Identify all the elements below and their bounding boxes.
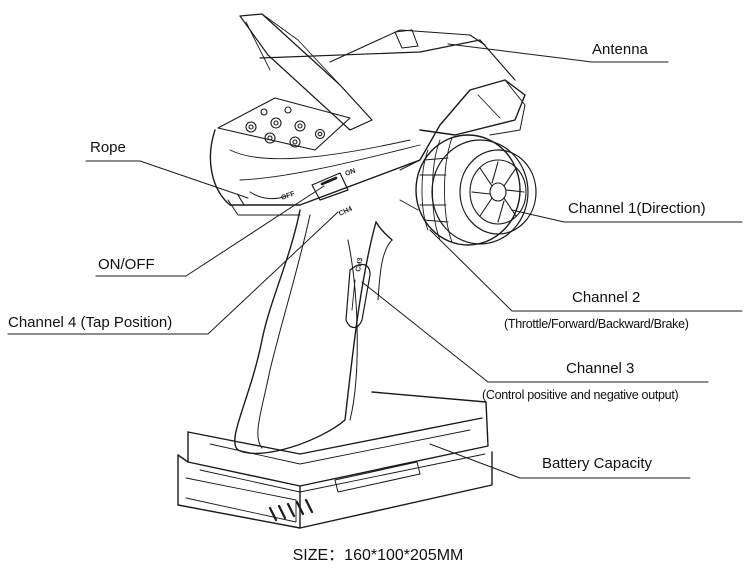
on-off-label: ON/OFF (98, 256, 155, 273)
battery-leader (429, 443, 691, 479)
base-unit (177, 391, 493, 529)
channel4-leader (7, 211, 339, 335)
rope-leader (85, 160, 249, 199)
panel-knobs (245, 106, 326, 148)
channel3-sub-label: (Control positive and negative output) (482, 388, 679, 402)
on-mark: ON (344, 168, 356, 178)
channel1-label: Channel 1(Direction) (568, 200, 706, 217)
channel2-label: Channel 2 (572, 289, 641, 306)
steering-wheel (399, 134, 537, 246)
channel3-label: Channel 3 (566, 360, 635, 377)
wheel-grip-ridges (419, 137, 453, 243)
onoff-leader (95, 185, 325, 277)
grip-handle (234, 209, 393, 455)
antenna-leader (447, 43, 669, 63)
leader-lines (7, 43, 743, 479)
rope-label: Rope (90, 139, 126, 156)
ch4-mark: CH4 (338, 206, 354, 218)
channel4-label: Channel 4 (Tap Position) (8, 314, 173, 331)
size-caption: SIZE：160*100*205MM (292, 547, 464, 564)
channel1-leader (511, 209, 743, 223)
wheel-spokes (471, 161, 525, 223)
antenna-label: Antenna (592, 41, 648, 58)
channel3-leader (361, 281, 709, 383)
ch3-mark: CH3 (355, 257, 364, 272)
channel2-leader (429, 229, 743, 312)
base-vent (268, 498, 314, 522)
battery-label: Battery Capacity (542, 455, 653, 472)
body-housing (209, 13, 526, 216)
channel2-sub-label: (Throttle/Forward/Backward/Brake) (504, 317, 689, 331)
off-mark: OFF (280, 190, 296, 202)
